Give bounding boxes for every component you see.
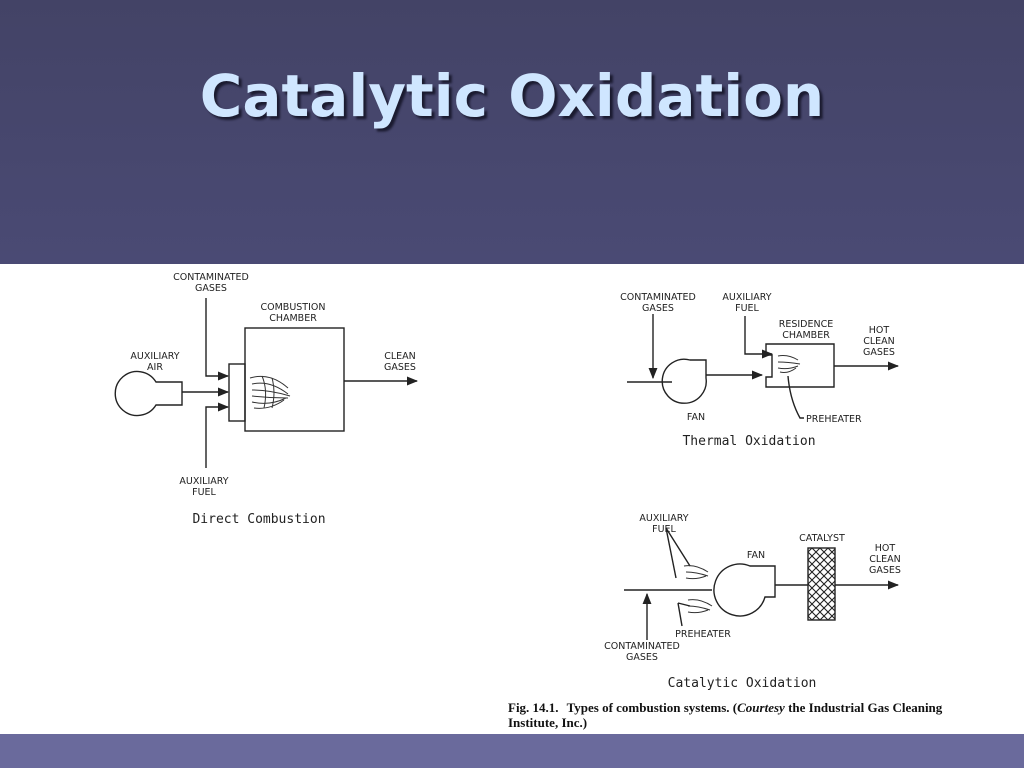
contaminated-gases-label: GASES (626, 652, 658, 663)
direct-combustion-caption: Direct Combustion (192, 512, 325, 527)
contaminated-gases-label: CONTAMINATED (620, 292, 696, 303)
hot-clean-gases-label: GASES (869, 565, 901, 576)
combustion-chamber-label: COMBUSTION (261, 302, 326, 313)
hot-clean-gases-label: CLEAN (863, 336, 895, 347)
auxiliary-fuel-label: AUXILIARY (179, 476, 228, 487)
catalytic-oxidation-diagram: AUXILIARY FUEL FAN CATALYST HOT CLEAN GA… (604, 513, 901, 691)
contaminated-gases-label: GASES (195, 283, 227, 294)
slide-title: Catalytic Oxidation (199, 62, 825, 130)
direct-combustion-diagram: CONTAMINATED GASES COMBUSTION CHAMBER AU… (114, 272, 419, 527)
combustion-chamber (244, 327, 345, 432)
auxiliary-fuel-label: AUXILIARY (639, 513, 688, 524)
figure-caption-line2: Institute, Inc.) (508, 715, 587, 730)
catalytic-oxidation-caption: Catalytic Oxidation (668, 676, 817, 691)
auxiliary-fuel-label: AUXILIARY (722, 292, 771, 303)
flame-icon (777, 355, 801, 373)
thermal-oxidation-caption: Thermal Oxidation (682, 434, 815, 449)
hot-clean-gases-label: HOT (875, 543, 896, 554)
figure-text: Types of combustion systems. ( (567, 700, 738, 715)
residence-chamber-label: RESIDENCE (779, 319, 834, 330)
fan-icon (713, 563, 776, 617)
contaminated-gases-inlet (205, 298, 230, 381)
flame-icon (683, 565, 713, 614)
combustion-systems-figure: CONTAMINATED GASES COMBUSTION CHAMBER AU… (114, 272, 943, 730)
clean-gases-label: CLEAN (384, 351, 416, 362)
combustion-chamber-label: CHAMBER (269, 313, 317, 324)
contaminated-gases-label: CONTAMINATED (604, 641, 680, 652)
preheater-pointer (677, 602, 691, 627)
air-fan-icon (114, 370, 183, 417)
diagram-area: CONTAMINATED GASES COMBUSTION CHAMBER AU… (0, 264, 1024, 734)
contaminated-gases-label: CONTAMINATED (173, 272, 249, 283)
hot-clean-gases-label: HOT (869, 325, 890, 336)
preheater-label: PREHEATER (806, 414, 862, 425)
footer-bar (0, 734, 1024, 768)
contaminated-gases-label: GASES (642, 303, 674, 314)
auxiliary-fuel-pointer (665, 527, 691, 579)
thermal-oxidation-diagram: CONTAMINATED GASES AUXILIARY FUEL RESIDE… (620, 292, 900, 449)
burner (228, 363, 246, 422)
residence-chamber (765, 343, 835, 388)
figure-credit: the Industrial Gas Cleaning (785, 700, 943, 715)
auxiliary-fuel-label: FUEL (192, 487, 216, 498)
auxiliary-fuel-inlet (205, 402, 230, 468)
auxiliary-fuel-label: FUEL (735, 303, 759, 314)
figure-courtesy: Courtesy (737, 700, 785, 715)
auxiliary-air-label: AUXILIARY (130, 351, 179, 362)
hot-clean-gases-label: CLEAN (869, 554, 901, 565)
title-bar: Catalytic Oxidation (0, 0, 1024, 264)
hot-clean-gases-label: GASES (863, 347, 895, 358)
clean-gases-label: GASES (384, 362, 416, 373)
catalyst-bed (807, 547, 836, 621)
residence-chamber-label: CHAMBER (782, 330, 830, 341)
figure-caption: Fig. 14.1. Types of combustion systems. (… (508, 700, 943, 730)
preheater-pointer (787, 375, 804, 419)
auxiliary-air-label: AIR (147, 362, 163, 373)
fan-icon (661, 358, 707, 404)
figure-caption-line1: Fig. 14.1. Types of combustion systems. (… (508, 700, 943, 715)
fan-label: FAN (747, 550, 765, 561)
auxiliary-fuel-label: FUEL (652, 524, 676, 535)
preheater-label: PREHEATER (675, 629, 731, 640)
flame-icon (249, 375, 291, 409)
auxiliary-fuel-line (744, 316, 774, 359)
catalyst-label: CATALYST (799, 533, 845, 544)
figure-number: Fig. 14.1. (508, 700, 559, 715)
fan-label: FAN (687, 412, 705, 423)
